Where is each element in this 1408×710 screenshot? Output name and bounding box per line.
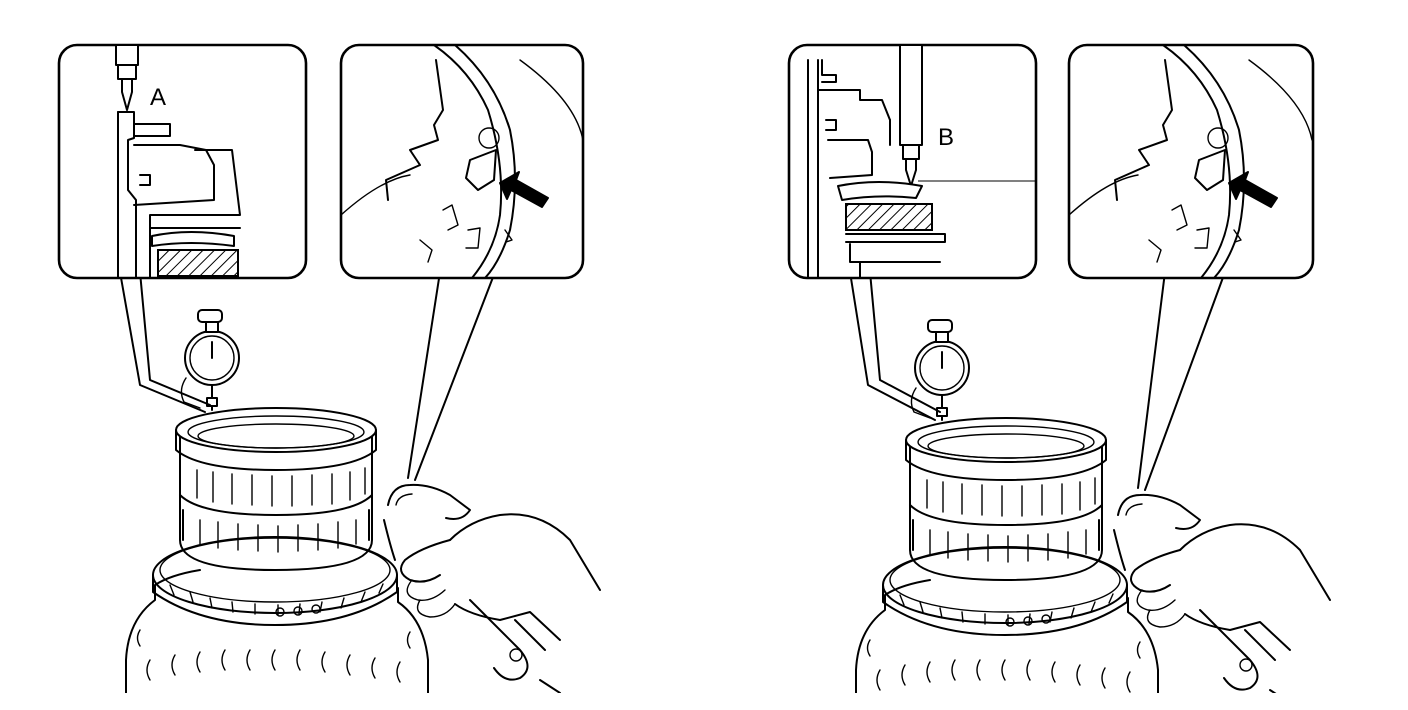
point-a-label: A (150, 84, 166, 111)
left-assembly (125, 309, 601, 693)
callout-box-ring-detail-left (339, 43, 585, 280)
callout-box-point-b: B (787, 43, 1038, 280)
callout-box-ring-detail-right (1067, 43, 1315, 280)
right-assembly (855, 319, 1331, 693)
left-callout-arrow-leader (407, 271, 496, 481)
left-callout-a-leader (119, 271, 211, 413)
callout-box-point-a: A (57, 43, 308, 280)
right-callout-b-leader (849, 271, 941, 421)
right-callout-arrow-leader (1137, 271, 1226, 491)
point-b-label: B (938, 124, 954, 151)
